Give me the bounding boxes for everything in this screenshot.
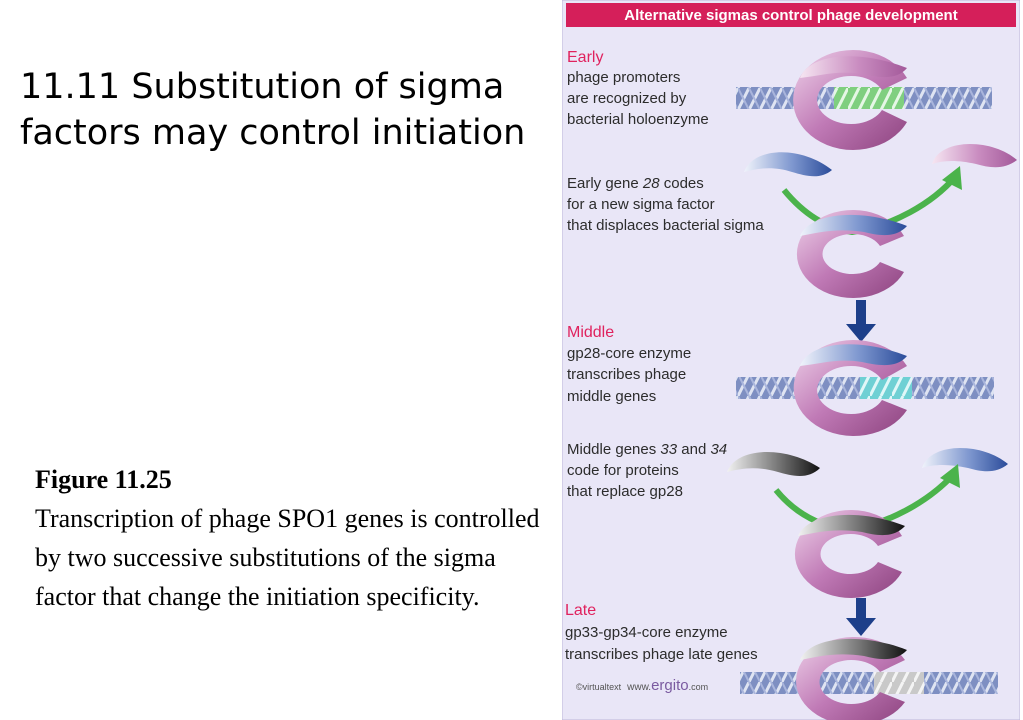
gp28-sigma-middle [800, 344, 907, 366]
figure-header-bar [566, 3, 1016, 27]
figure-svg: Alternative sigmas control phage develop… [562, 0, 1020, 720]
figure-panel: Alternative sigmas control phage develop… [562, 0, 1020, 720]
switch1-text-line-3: that displaces bacterial sigma [567, 217, 764, 234]
early-text-line-2: are recognized by [567, 90, 687, 107]
figure-background [562, 0, 1020, 720]
dna-strand-late [740, 672, 998, 694]
blue-arrow-shaft-2 [856, 598, 866, 620]
switch2-text-line-1: Middle genes 33 and 34 [567, 441, 727, 458]
green-arrowhead-switch1 [942, 166, 962, 190]
early-promoter [834, 87, 904, 109]
late-promoter [874, 672, 924, 694]
caption-heading: Figure 11.25 [35, 465, 172, 494]
slide-title: 11.11 Substitution of sigma factors may … [20, 67, 526, 153]
switch2-text-line-3: that replace gp28 [567, 483, 683, 500]
gp33-34-sigma-late [800, 638, 907, 660]
gp28-sigma-released [922, 447, 1008, 472]
middle-text-line-1: gp28-core enzyme [567, 345, 691, 362]
switch1-text-line-2: for a new sigma factor [567, 196, 715, 213]
gp28-sigma-incoming [744, 152, 832, 177]
caption-body: Transcription of phage SPO1 genes is con… [35, 504, 540, 611]
figure-header-text: Alternative sigmas control phage develop… [624, 7, 957, 24]
figure-caption: Figure 11.25 Transcription of phage SPO1… [35, 460, 555, 616]
middle-text-line-2: transcribes phage [567, 366, 686, 383]
early-text-line-3: bacterial holoenzyme [567, 111, 709, 128]
middle-text-line-3: middle genes [567, 388, 656, 405]
bacterial-sigma-early [800, 56, 907, 78]
stage-label-early: Early [567, 49, 603, 66]
stage-label-middle: Middle [567, 324, 614, 341]
gp28-sigma-bound-switch1 [800, 214, 907, 236]
green-arrowhead-switch2 [940, 464, 960, 488]
gp33-34-sigma-bound-switch2 [798, 514, 905, 536]
switch1-text-line-1: Early gene 28 codes [567, 175, 704, 192]
early-text-line-1: phage promoters [567, 69, 680, 86]
middle-promoter [860, 377, 912, 399]
stage-label-late: Late [565, 602, 596, 619]
blue-arrow-shaft-1 [856, 300, 866, 326]
switch2-text-line-2: code for proteins [567, 462, 679, 479]
blue-arrowhead-1 [846, 324, 876, 342]
late-text-line-1: gp33-gp34-core enzyme [565, 624, 728, 641]
bacterial-sigma-released [932, 143, 1017, 168]
blue-arrowhead-2 [846, 618, 876, 636]
late-text-line-2: transcribes phage late genes [565, 646, 758, 663]
gp33-34-sigma-incoming [727, 451, 820, 476]
